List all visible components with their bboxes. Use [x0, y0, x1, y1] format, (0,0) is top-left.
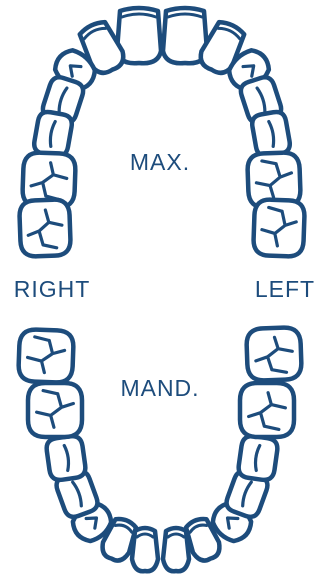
- upper-tooth-14-outline: [253, 199, 305, 257]
- right-label: RIGHT: [14, 276, 91, 302]
- lower-tooth-13: [18, 329, 74, 383]
- lower-tooth-13-outline: [18, 329, 74, 383]
- mand-label: MAND.: [120, 375, 199, 401]
- lower-tooth-11: [28, 383, 82, 437]
- lower-tooth-11-outline: [28, 383, 82, 437]
- lower-tooth-9-outline: [45, 435, 86, 482]
- maxillary-arch: [19, 8, 305, 257]
- upper-tooth-13-outline: [19, 199, 71, 257]
- lower-tooth-12-outline: [240, 383, 294, 437]
- upper-tooth-13: [19, 199, 71, 257]
- lower-tooth-12: [240, 383, 294, 437]
- lower-tooth-10-outline: [237, 435, 278, 482]
- upper-tooth-14: [253, 199, 305, 257]
- max-label: MAX.: [130, 149, 190, 175]
- lower-tooth-14-outline: [246, 327, 302, 381]
- lower-tooth-14: [246, 327, 302, 381]
- lower-tooth-2: [163, 528, 189, 571]
- mandibular-arch: [18, 327, 302, 571]
- lower-tooth-9: [45, 435, 86, 482]
- lower-tooth-10: [237, 435, 278, 482]
- left-label: LEFT: [255, 276, 315, 302]
